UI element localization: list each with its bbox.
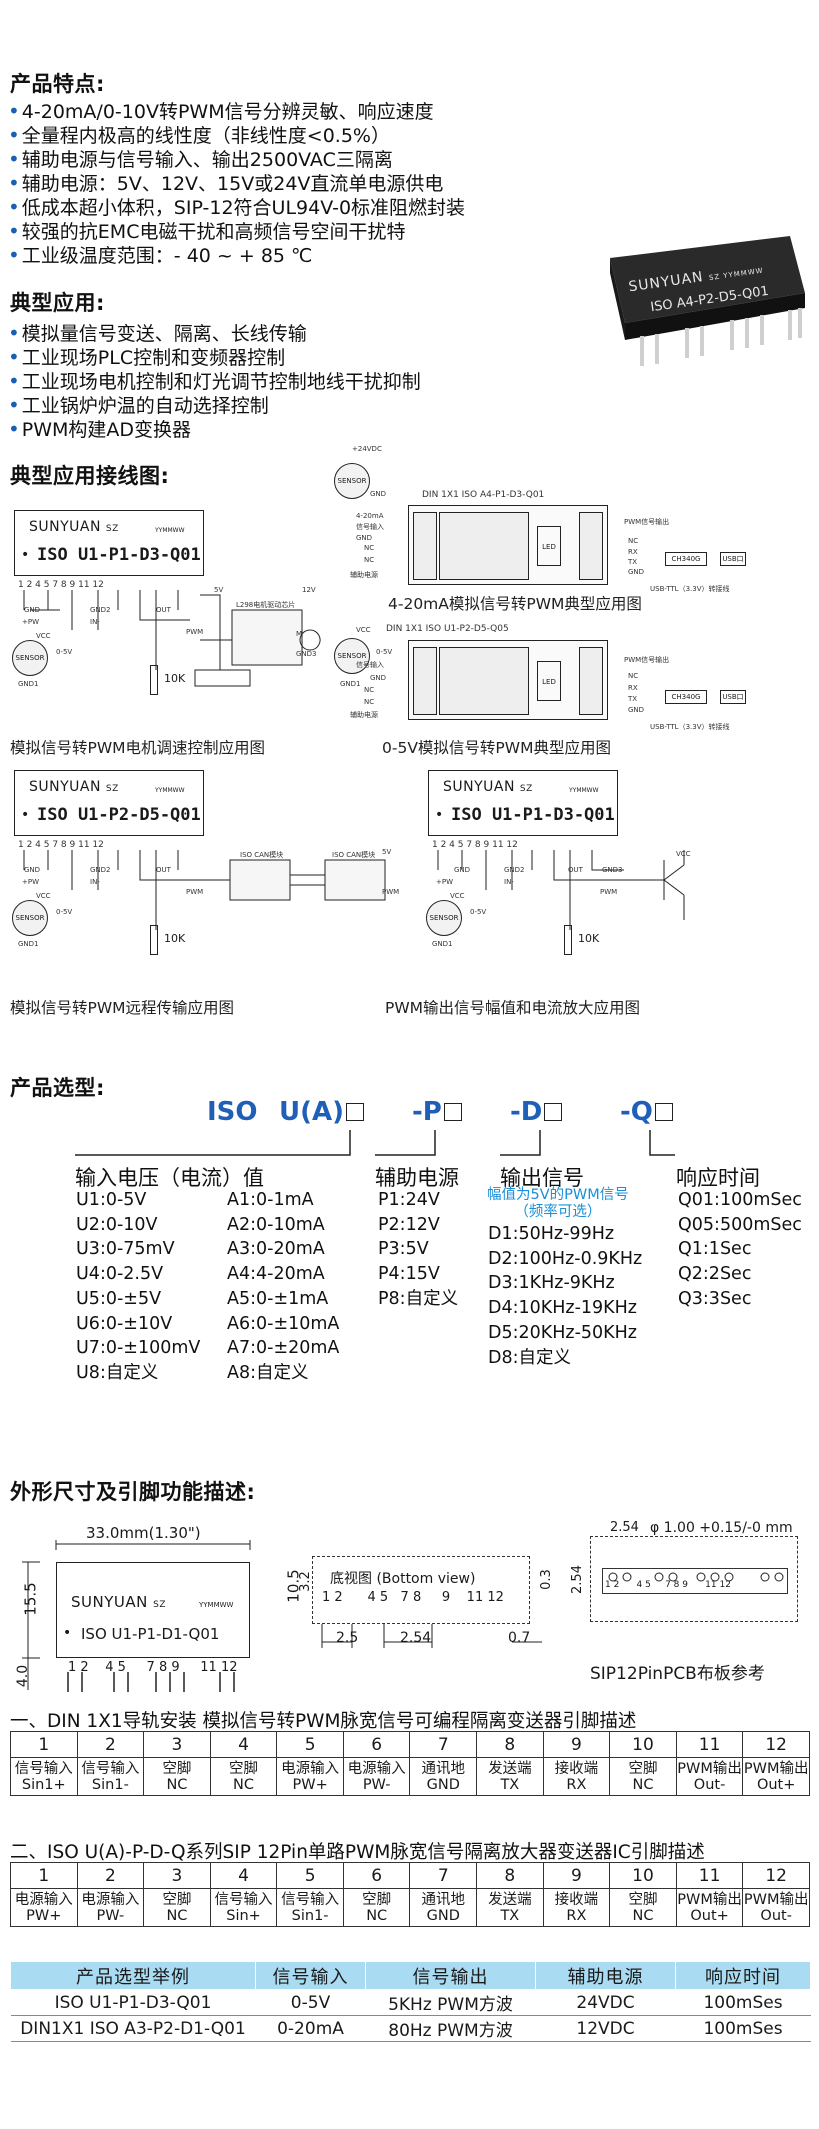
sensor-icon: SENSOR <box>334 638 370 674</box>
caption-1: 模拟信号转PWM电机调速控制应用图 <box>10 739 266 757</box>
wiring-lines-3 <box>437 850 685 930</box>
sensor-icon: SENSOR <box>12 900 48 936</box>
caption-din-2: 0-5V模拟信号转PWM典型应用图 <box>382 739 611 757</box>
pcb-outline <box>590 1536 798 1622</box>
list-item: •模拟量信号变送、隔离、长线传输 <box>8 321 307 346</box>
caption-din-1: 4-20mA模拟信号转PWM典型应用图 <box>388 595 642 613</box>
code-d: -D <box>510 1097 563 1127</box>
pcb-pins: 1 2 4 5 7 8 9 11 12 <box>605 1580 731 1590</box>
sensor-icon: SENSOR <box>334 463 370 499</box>
list-item: •辅助电源与信号输入、输出2500VAC三隔离 <box>8 147 393 172</box>
list-item: •4-20mA/0-10V转PWM信号分辨灵敏、响应速度 <box>8 99 434 124</box>
dim-0-3: 0.3 <box>538 1569 554 1590</box>
module-diagram-3: SUNYUAN SZ YYMMWW • ISO U1-P1-D3-Q01 <box>428 770 618 836</box>
applications-title: 典型应用: <box>10 291 105 315</box>
din1-label: DIN 1X1 ISO A4-P1-D3-Q01 <box>422 490 545 500</box>
pcb-pads <box>602 1568 788 1594</box>
selection-title: 产品选型: <box>10 1076 105 1100</box>
list-item: •全量程内极高的线性度（非线性度<0.5%） <box>8 123 390 148</box>
side-pin-legs <box>67 1672 235 1692</box>
height-15-5: 15.5 <box>21 1582 40 1616</box>
sensor-icon: SENSOR <box>12 640 48 676</box>
din-module-2: LED <box>408 640 608 720</box>
height-3-2: 3.2 <box>297 1571 313 1592</box>
head-response: 响应时间 <box>676 1166 760 1190</box>
caption-2: 模拟信号转PWM远程传输应用图 <box>10 999 235 1017</box>
list-item: •较强的抗EMC电磁干扰和高频信号空间干扰特 <box>8 219 406 244</box>
dim-2-54: 2.54 <box>400 1630 432 1646</box>
list-item: •辅助电源：5V、12V、15V或24V直流单电源供电 <box>8 171 444 196</box>
applications-list: •模拟量信号变送、隔离、长线传输 •工业现场PLC控制和变频器控制 •工业现场电… <box>8 322 421 442</box>
head-output: 输出信号 <box>500 1166 584 1190</box>
code-iso: ISO <box>207 1097 258 1127</box>
sensor-icon: SENSOR <box>426 900 462 936</box>
features-title: 产品特点: <box>10 72 105 96</box>
pcb-side-dim: 2.54 <box>569 1565 585 1594</box>
caption-3: PWM输出信号幅值和电流放大应用图 <box>385 999 641 1017</box>
din-module-1: LED <box>408 505 608 585</box>
example-table: 产品选型举例信号输入信号输出 辅助电源响应时间 ISO U1-P1-D3-Q01… <box>10 1961 811 2042</box>
list-item: •工业现场电机控制和灯光调节控制地线干扰抑制 <box>8 369 421 394</box>
bottom-view-title: 底视图 (Bottom view) <box>330 1571 476 1587</box>
dim-0-7: 0.7 <box>508 1630 531 1646</box>
output-note: 幅值为5V的PWM信号 （频率可选） <box>487 1187 629 1220</box>
bottom-pins: 1 2 4 5 7 8 9 11 12 <box>322 1590 504 1605</box>
head-aux: 辅助电源 <box>375 1166 459 1190</box>
resistor-icon <box>564 925 572 955</box>
wiring-lines-1 <box>23 590 321 687</box>
wiring-lines-2 <box>23 850 386 930</box>
side-pins: 1 2 4 5 7 8 9 11 12 <box>68 1660 238 1675</box>
module-diagram-2: SUNYUAN SZ YYMMWW • ISO U1-P2-D5-Q01 <box>14 770 204 836</box>
features-list: •4-20mA/0-10V转PWM信号分辨灵敏、响应速度 •全量程内极高的线性度… <box>8 100 608 268</box>
module-photo: SUNYUAN SZ YYMMWW ISO A4-P2-D5-Q01 <box>600 228 810 378</box>
list-item: •低成本超小体积，SIP-12符合UL94V-0标准阻燃封装 <box>8 195 466 220</box>
code-q: -Q <box>620 1097 673 1127</box>
list-item: •工业现场PLC控制和变频器控制 <box>8 345 286 370</box>
pcb-caption: SIP12PinPCB布板参考 <box>590 1664 765 1684</box>
module-side-view: SUNYUAN SZ YYMMWW • ISO U1-P1-D1-Q01 <box>56 1562 250 1658</box>
list-item: •工业锅炉炉温的自动选择控制 <box>8 393 269 418</box>
bottom-dim-lines <box>321 1624 542 1648</box>
dims-title: 外形尺寸及引脚功能描述: <box>10 1480 256 1504</box>
dim-2-5: 2.5 <box>336 1630 359 1646</box>
din2-label: DIN 1X1 ISO U1-P2-D5-Q05 <box>386 624 509 634</box>
module-diagram-1: SUNYUAN SZ YYMMWW • ISO U1-P1-D3-Q01 <box>14 510 204 576</box>
resistor-icon <box>150 665 158 695</box>
width-label: 33.0mm(1.30") <box>86 1524 201 1542</box>
height-4-0: 4.0 <box>15 1664 32 1688</box>
resistor-icon <box>150 925 158 955</box>
list-item: •工业级温度范围：- 40 ~ + 85 ℃ <box>8 243 313 268</box>
list-item: •PWM构建AD变换器 <box>8 417 192 442</box>
head-input: 输入电压（电流）值 <box>75 1166 264 1190</box>
table2-title: 二、ISO U(A)-P-D-Q系列SIP 12Pin单路PWM脉宽信号隔离放大… <box>10 1842 705 1863</box>
pcb-hole-spec: φ 1.00 +0.15/-0 mm <box>650 1520 793 1536</box>
pin-numbers: 1 2 4 5 7 8 9 11 12 <box>18 580 104 590</box>
wiring-title: 典型应用接线图: <box>10 464 170 488</box>
pcb-pitch: 2.54 <box>610 1520 639 1535</box>
side-view-lines <box>22 1540 251 1690</box>
table1-title: 一、DIN 1X1导轨安装 模拟信号转PWM脉宽信号可编程隔离变送器引脚描述 <box>10 1711 637 1732</box>
bottom-view-box <box>312 1556 530 1624</box>
selection-bracket-lines <box>75 1130 675 1156</box>
code-u: U(A) <box>279 1097 364 1127</box>
code-p: -P <box>412 1097 462 1127</box>
